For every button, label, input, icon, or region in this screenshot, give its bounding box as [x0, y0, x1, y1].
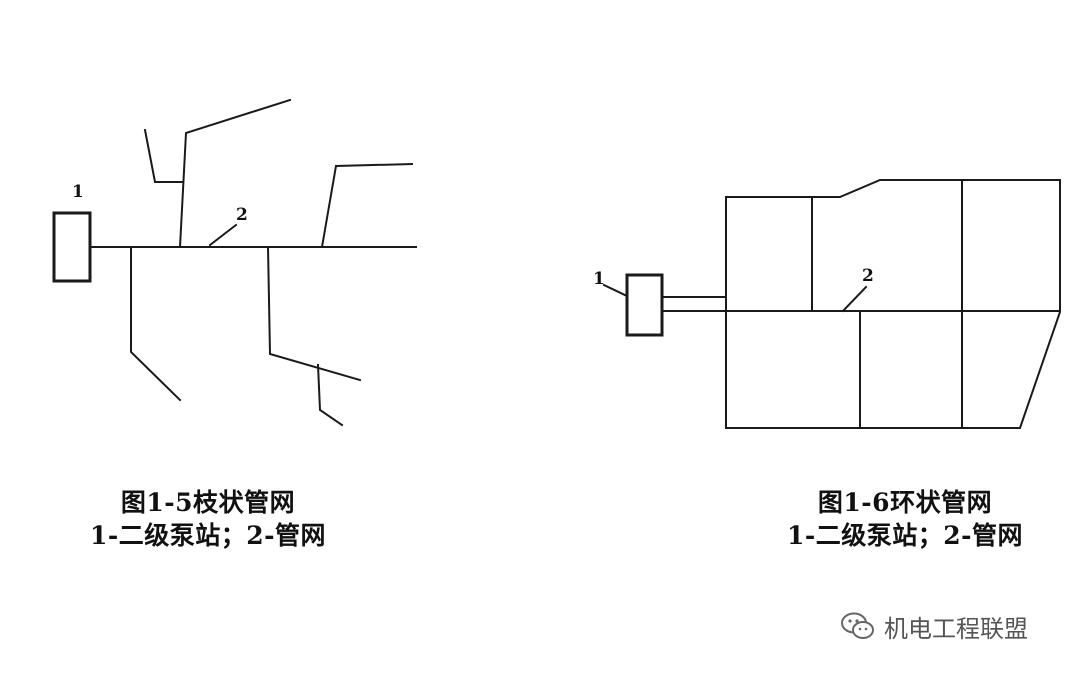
branch-upper-stub — [143, 128, 184, 183]
branch-caption-legend: 1-二级泵站；2-管网 — [89, 521, 327, 550]
branch-upper-left-pipe — [178, 98, 292, 249]
branch-upper-right-pipe — [320, 162, 414, 249]
ring-caption-legend: 1-二级泵站；2-管网 — [786, 521, 1024, 550]
ring-network-label: 2 — [862, 266, 874, 286]
branch-station-label: 1 — [72, 182, 84, 202]
branch-network-label: 2 — [236, 205, 248, 225]
ring-station-label: 1 — [593, 269, 605, 289]
ring-caption-title: 图1-6环状管网 — [817, 488, 993, 517]
watermark-text: 机电工程联盟 — [884, 614, 1028, 643]
ring-figure-caption: 图1-6环状管网 1-二级泵站；2-管网 — [745, 486, 1065, 552]
branch-pump-station — [52, 211, 92, 283]
watermark: 机电工程联盟 — [840, 608, 1028, 644]
branch-label-2-leader — [208, 223, 238, 247]
ring-network-figure: 1 2 — [593, 179, 1061, 429]
branch-caption-title: 图1-5枝状管网 — [120, 488, 296, 517]
ring-network-outline — [725, 179, 1061, 429]
branch-network-figure: 1 2 — [52, 98, 417, 427]
branch-figure-caption: 图1-5枝状管网 1-二级泵站；2-管网 — [48, 486, 368, 552]
ring-pump-station — [625, 273, 664, 337]
branch-lower-right-pipe — [266, 245, 362, 382]
branch-lower-left-pipe — [130, 246, 182, 402]
branch-lower-right-stub — [316, 363, 344, 427]
ring-label-2-leader — [841, 285, 868, 313]
wechat-icon — [841, 612, 874, 639]
ring-label-1-leader — [602, 283, 629, 298]
